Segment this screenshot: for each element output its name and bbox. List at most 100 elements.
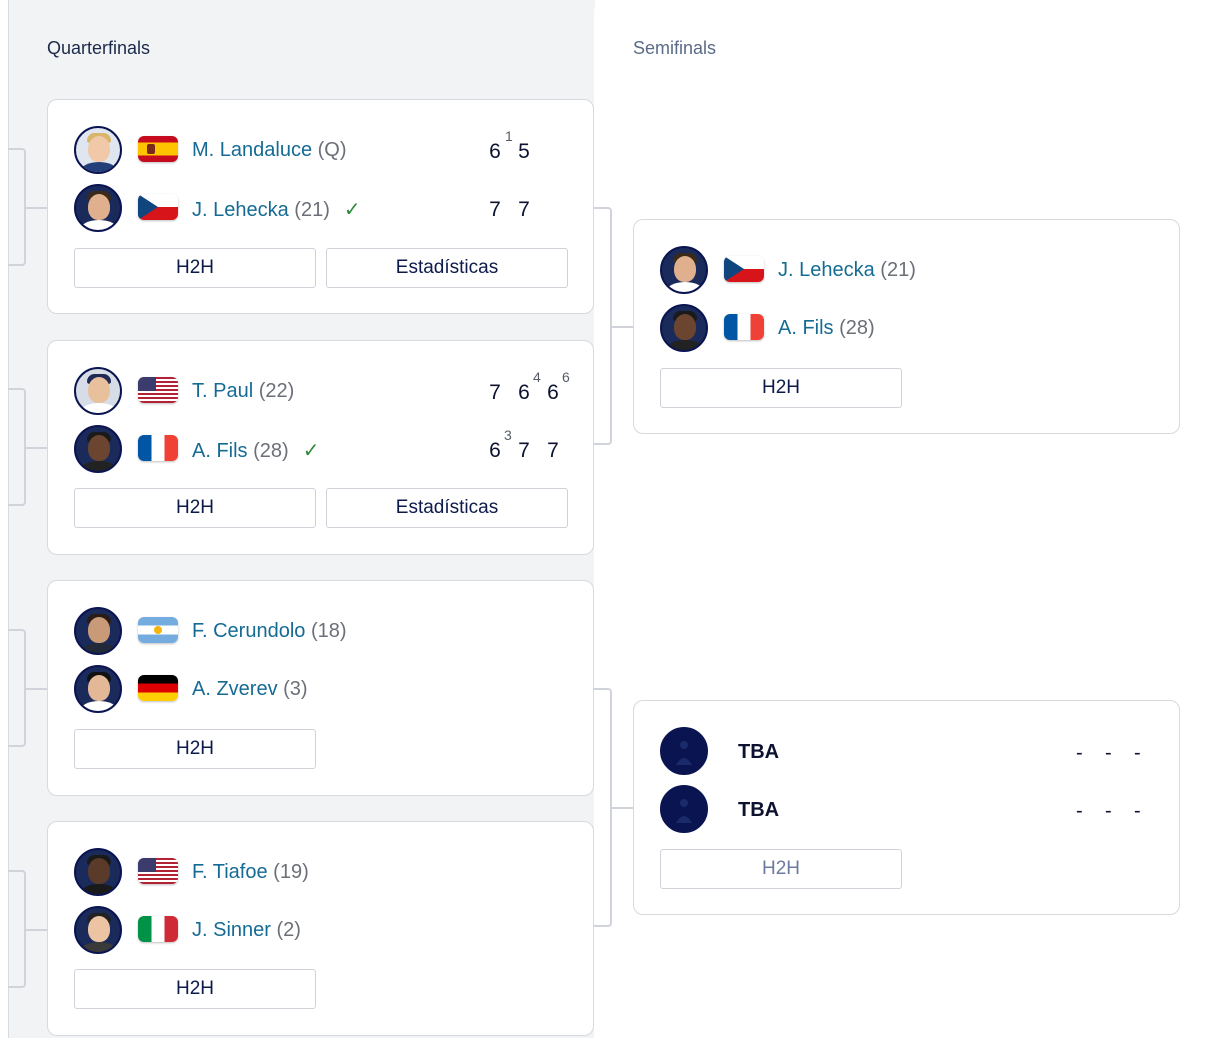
- stats-button[interactable]: Estadísticas: [326, 248, 568, 288]
- bracket-line: [26, 688, 48, 690]
- player-name[interactable]: J. Lehecka (21): [778, 259, 916, 281]
- spain-flag-icon: [138, 136, 178, 162]
- player-row: J. Lehecka (21)✓ 7 7: [74, 184, 574, 236]
- player-row: F. Tiafoe (19): [74, 848, 574, 900]
- semifinals-title: Semifinals: [633, 38, 717, 58]
- player-avatar[interactable]: [74, 848, 122, 896]
- tiebreak-score: 1: [505, 128, 513, 144]
- bracket-line: [26, 447, 48, 449]
- player-row: A. Zverev (3): [74, 665, 574, 717]
- player-row: A. Fils (28): [660, 304, 1160, 356]
- set-score: 6: [547, 381, 559, 404]
- set-score: -: [1105, 742, 1112, 764]
- player-avatar[interactable]: [74, 906, 122, 954]
- player-name[interactable]: A. Fils (28): [778, 317, 875, 339]
- player-name[interactable]: F. Cerundolo (18): [192, 620, 347, 642]
- stats-button[interactable]: Estadísticas: [326, 488, 568, 528]
- bracket-line: [8, 388, 26, 506]
- player-avatar[interactable]: [74, 184, 122, 232]
- h2h-button[interactable]: H2H: [660, 368, 902, 408]
- player-name[interactable]: A. Fils (28)✓: [192, 440, 320, 462]
- score-group: 7 6 4 6 6: [488, 369, 574, 411]
- set-score: 7: [518, 198, 530, 221]
- player-avatar[interactable]: [660, 304, 708, 352]
- bracket-line: [593, 688, 612, 927]
- player-avatar[interactable]: [660, 246, 708, 294]
- set-score: -: [1134, 742, 1141, 764]
- match-card: T. Paul (22) 7 6 4 6 6 A. Fils (28)✓ 6 3…: [47, 340, 594, 555]
- match-card: M. Landaluce (Q) 6 1 5 J. Lehecka (21)✓ …: [47, 99, 594, 314]
- player-row: J. Lehecka (21): [660, 246, 1160, 298]
- player-name[interactable]: A. Zverev (3): [192, 678, 308, 700]
- player-avatar[interactable]: [74, 665, 122, 713]
- player-avatar[interactable]: [74, 607, 122, 655]
- bracket-line: [8, 148, 26, 266]
- player-row: M. Landaluce (Q) 6 1 5: [74, 126, 574, 178]
- player-name: TBA: [738, 741, 780, 763]
- set-score: -: [1105, 800, 1112, 822]
- player-name[interactable]: F. Tiafoe (19): [192, 861, 309, 883]
- placeholder-avatar-icon: [660, 785, 708, 833]
- argentina-flag-icon: [138, 617, 178, 643]
- bracket-line: [611, 326, 634, 328]
- player-avatar[interactable]: [74, 367, 122, 415]
- set-score: -: [1076, 742, 1083, 764]
- set-score: 5: [518, 140, 530, 163]
- bracket-line: [8, 629, 26, 747]
- tiebreak-score: 4: [533, 369, 541, 385]
- bracket-line: [8, 870, 26, 988]
- set-score: 7: [518, 439, 530, 462]
- score-group: 7 7: [488, 198, 568, 228]
- player-row: A. Fils (28)✓ 6 3 7 7: [74, 425, 574, 477]
- winner-check-icon: ✓: [343, 199, 361, 221]
- italy-flag-icon: [138, 916, 178, 942]
- bracket-line: [26, 207, 48, 209]
- set-score: -: [1134, 800, 1141, 822]
- bracket-line: [611, 807, 634, 809]
- quarterfinals-title: Quarterfinals: [47, 38, 151, 58]
- player-name: TBA: [738, 799, 780, 821]
- placeholder-avatar-icon: [660, 727, 708, 775]
- h2h-button[interactable]: H2H: [74, 488, 316, 528]
- set-score: 7: [489, 381, 501, 404]
- h2h-button[interactable]: H2H: [660, 849, 902, 889]
- player-avatar[interactable]: [74, 425, 122, 473]
- player-avatar[interactable]: [74, 126, 122, 174]
- score-group: 6 3 7 7: [488, 427, 574, 469]
- player-row: F. Cerundolo (18): [74, 607, 574, 659]
- player-row: J. Sinner (2): [74, 906, 574, 958]
- match-card: TBA - - - TBA - - - H2H: [633, 700, 1180, 915]
- set-score: 7: [547, 439, 559, 462]
- france-flag-icon: [138, 435, 178, 461]
- bracket-line: [593, 207, 612, 445]
- match-card: J. Lehecka (21) A. Fils (28) H2H: [633, 219, 1180, 434]
- tiebreak-score: 6: [562, 369, 570, 385]
- player-name[interactable]: J. Lehecka (21)✓: [192, 199, 361, 221]
- player-row: TBA - - -: [660, 727, 1160, 779]
- usa-flag-icon: [138, 377, 178, 403]
- player-row: TBA - - -: [660, 785, 1160, 837]
- winner-check-icon: ✓: [302, 440, 320, 462]
- player-name[interactable]: M. Landaluce (Q): [192, 139, 347, 161]
- match-card: F. Cerundolo (18) A. Zverev (3) H2H: [47, 580, 594, 796]
- h2h-button[interactable]: H2H: [74, 729, 316, 769]
- player-name[interactable]: J. Sinner (2): [192, 919, 301, 941]
- player-row: T. Paul (22) 7 6 4 6 6: [74, 367, 574, 419]
- bracket-line: [26, 929, 48, 931]
- h2h-button[interactable]: H2H: [74, 248, 316, 288]
- set-score: 6: [489, 140, 501, 163]
- france-flag-icon: [724, 314, 764, 340]
- czech-flag-icon: [724, 256, 764, 282]
- set-score: -: [1076, 800, 1083, 822]
- usa-flag-icon: [138, 858, 178, 884]
- set-score: 7: [489, 198, 501, 221]
- tiebreak-score: 3: [504, 427, 512, 443]
- h2h-button[interactable]: H2H: [74, 969, 316, 1009]
- germany-flag-icon: [138, 675, 178, 701]
- player-name[interactable]: T. Paul (22): [192, 380, 295, 402]
- match-card: F. Tiafoe (19) J. Sinner (2) H2H: [47, 821, 594, 1036]
- set-score: 6: [489, 439, 501, 462]
- set-score: 6: [518, 381, 530, 404]
- score-group: 6 1 5: [488, 128, 568, 170]
- czech-flag-icon: [138, 194, 178, 220]
